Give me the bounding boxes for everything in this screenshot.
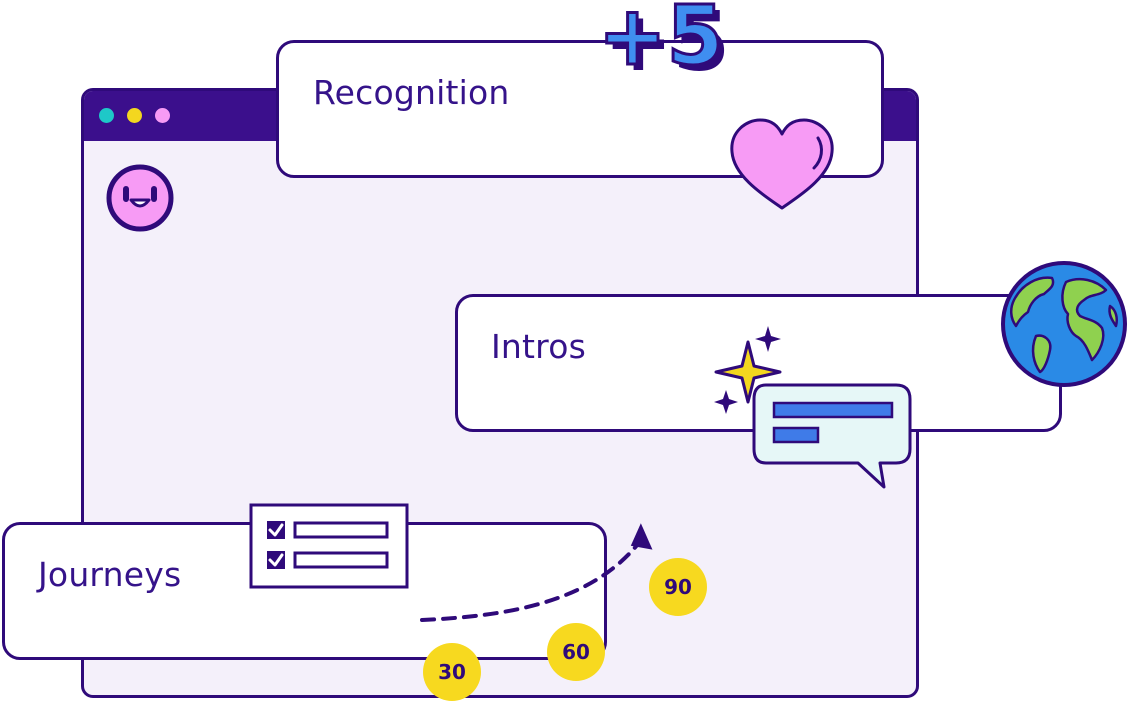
checklist-icon: [249, 503, 409, 589]
window-dot-pink: [155, 108, 170, 123]
sparkle-icon: [714, 326, 782, 414]
plus-five-text: +5: [598, 0, 724, 80]
chat-bubble-icon: [752, 383, 912, 489]
badge-30: 30: [423, 643, 481, 701]
plus-five-bonus: +5 +5: [597, 0, 727, 80]
badge-60: 60: [547, 623, 605, 681]
window-dot-yellow: [127, 108, 142, 123]
plus-five-text-shadow: +5: [604, 0, 726, 80]
intros-label: Intros: [491, 327, 587, 366]
globe-icon: [1001, 261, 1127, 387]
badge-90: 90: [649, 558, 707, 616]
journeys-label: Journeys: [38, 555, 182, 594]
recognition-label: Recognition: [313, 73, 510, 112]
smiley-icon: [106, 164, 174, 232]
dashed-arrow-icon: [420, 523, 653, 622]
window-dot-teal: [99, 108, 114, 123]
heart-icon: [730, 118, 834, 210]
